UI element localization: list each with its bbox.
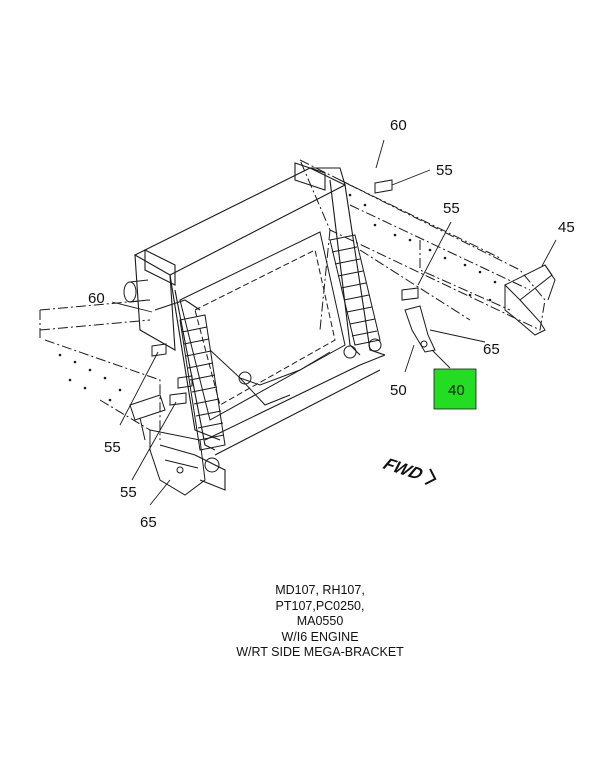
radiator-fins-right xyxy=(329,234,381,346)
left-mega-bracket xyxy=(129,394,220,496)
part-55-clips xyxy=(151,179,419,406)
callout-65-bottom: 65 xyxy=(140,514,157,531)
radiator-fins-left xyxy=(179,314,226,451)
callout-45: 45 xyxy=(558,219,575,236)
frame-rivets xyxy=(58,193,497,402)
callout-50: 50 xyxy=(390,382,407,399)
forward-arrow-icon xyxy=(424,468,437,486)
leader-lines xyxy=(111,139,557,506)
svg-text:FWD: FWD xyxy=(380,454,427,483)
caption-line: MD107, RH107, xyxy=(275,583,365,597)
callout-55-top: 55 xyxy=(436,162,453,179)
caption-line: PT107,PC0250, xyxy=(275,598,365,613)
callout-55-right: 55 xyxy=(443,200,460,217)
hose xyxy=(123,279,149,303)
frame-rail xyxy=(39,158,546,440)
callout-40: 40 xyxy=(448,382,465,399)
callout-55-left-lower: 55 xyxy=(120,484,137,501)
callout-60-top: 60 xyxy=(390,117,407,134)
bumper-bracket xyxy=(504,264,556,336)
callout-55-left-upper: 55 xyxy=(104,439,121,456)
radiator-core xyxy=(179,231,382,421)
fwd-direction-label: FWD xyxy=(380,454,437,486)
highlight-box-40 xyxy=(433,368,477,410)
caption-line: MA0550 xyxy=(296,614,344,629)
radiator-frame xyxy=(133,162,386,491)
caption-line: W/RT SIDE MEGA-BRACKET xyxy=(236,645,404,660)
caption-block: MD107, RH107, PT107,PC0250, MA0550 W/I6 … xyxy=(0,583,610,661)
callout-60-left: 60 xyxy=(88,290,105,307)
part-65-bracket-right xyxy=(404,305,436,353)
caption-line: W/I6 ENGINE xyxy=(281,629,359,644)
callout-65-right: 65 xyxy=(483,341,500,358)
